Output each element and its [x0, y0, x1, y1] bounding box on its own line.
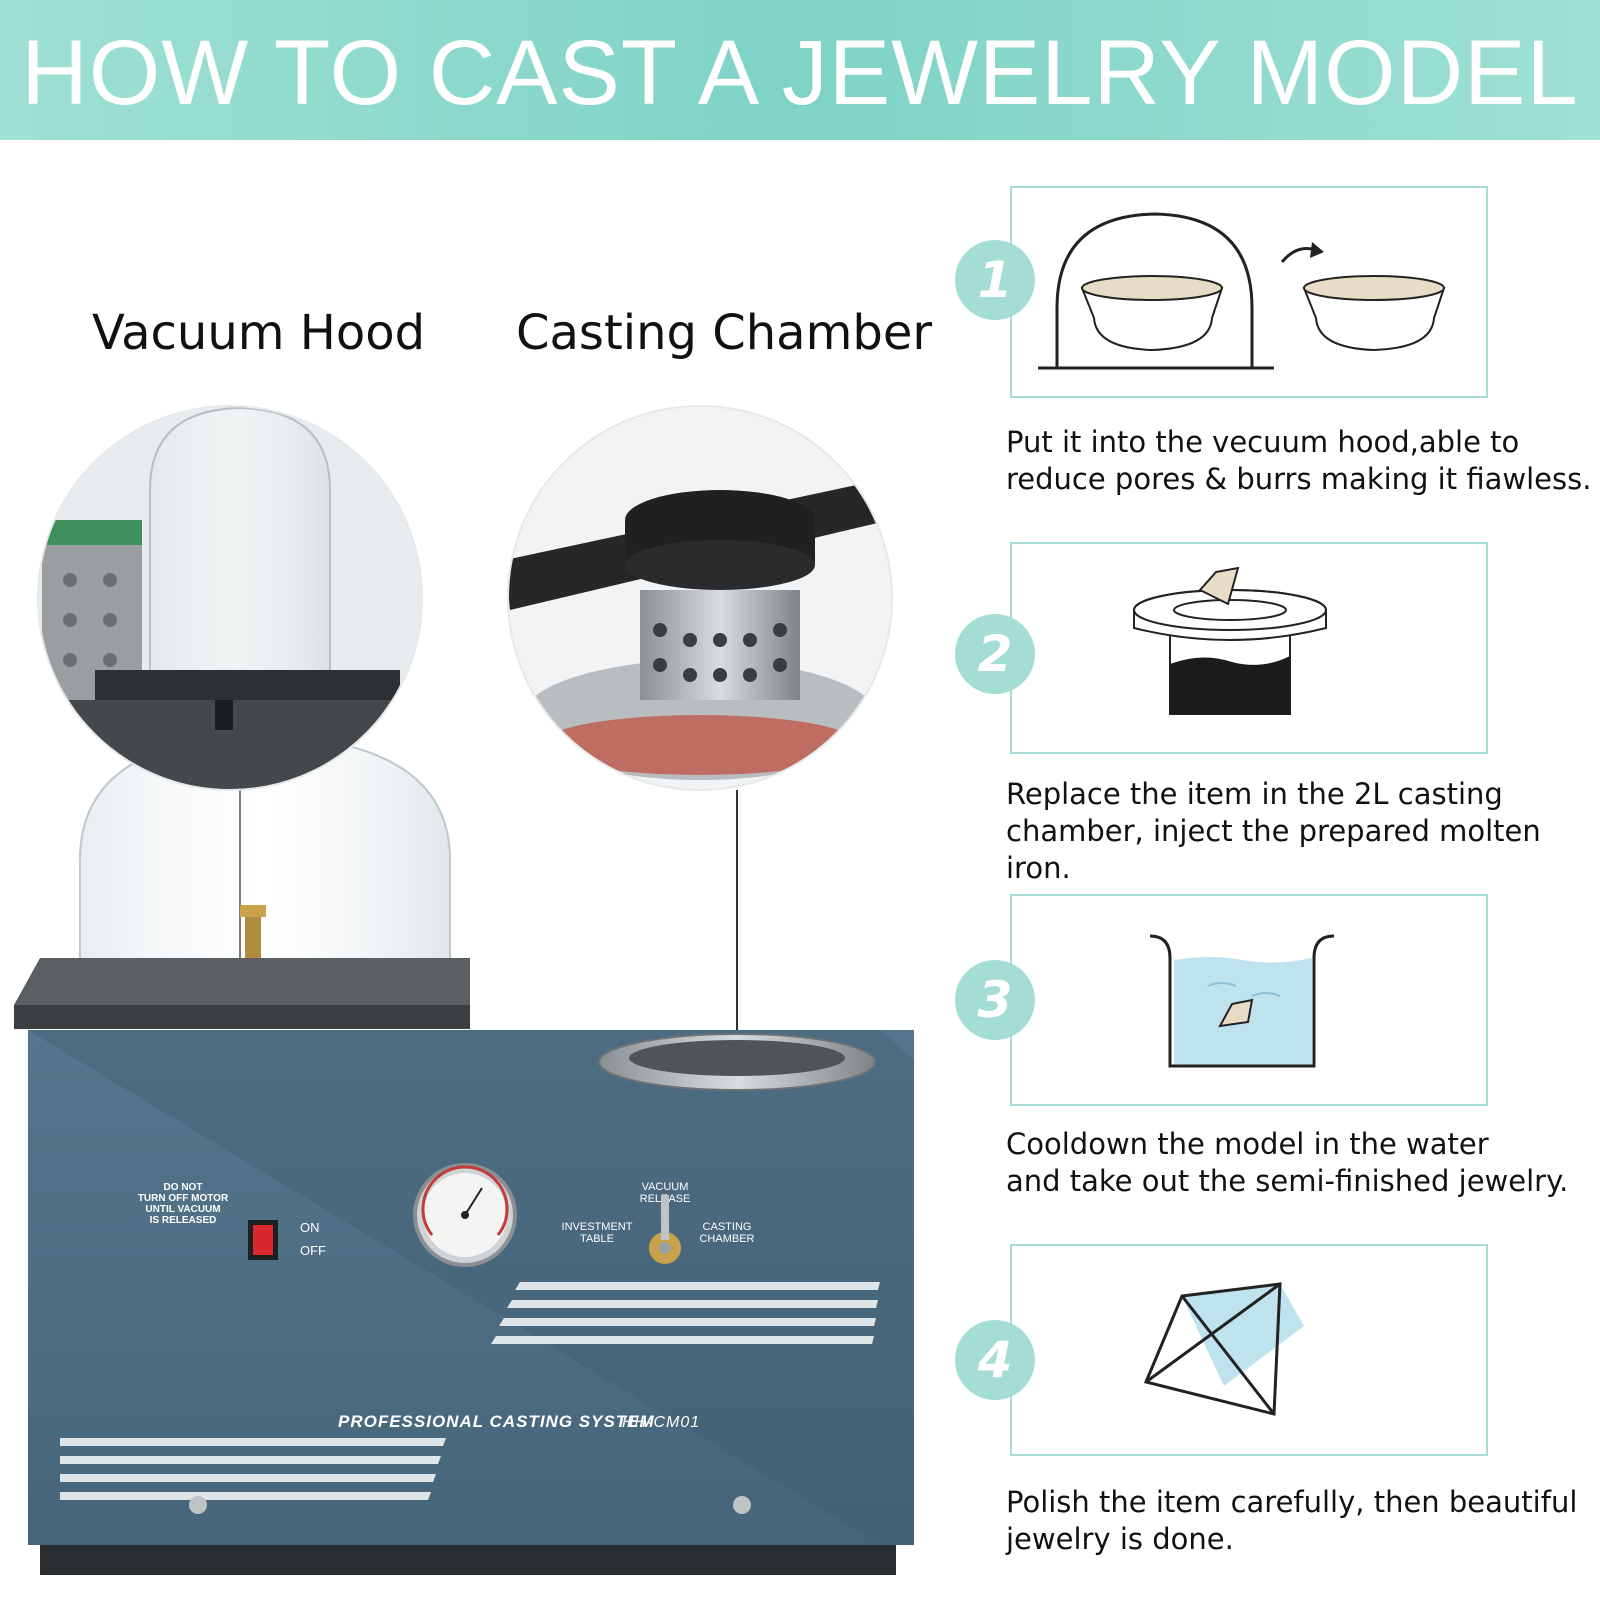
step-2-text: Replace the item in the 2L casting chamb…: [1006, 777, 1541, 885]
screw-icon: [733, 1496, 751, 1514]
vacuum-gauge-icon: [413, 1163, 517, 1267]
step-4-text: Polish the item carefully, then beautifu…: [1006, 1485, 1578, 1556]
step-3-text: Cooldown the model in the water and take…: [1006, 1127, 1569, 1198]
casting-chamber-label: Casting Chamber: [516, 305, 933, 361]
vacuum-hood-label: Vacuum Hood: [92, 305, 426, 361]
water-container-icon: [1149, 934, 1335, 1068]
diamond-icon: [1143, 1282, 1304, 1416]
warning-label: DO NOT TURN OFF MOTOR UNTIL VACUUM IS RE…: [138, 1182, 229, 1226]
valve-left-label-2: TABLE: [580, 1233, 614, 1245]
step-2-badge: 2: [955, 614, 1035, 694]
page-title: HOW TO CAST A JEWELRY MODEL: [21, 22, 1579, 124]
vacuum-hood-zoom: [38, 406, 422, 790]
decor-stripes-left: [60, 1438, 446, 1500]
step-1-text: Put it into the vecuum hood,able to redu…: [1006, 425, 1592, 496]
valve-left-label-1: INVESTMENT: [562, 1221, 633, 1233]
valve-right-label-2: CHAMBER: [699, 1233, 754, 1245]
model-label: HH-CM01: [622, 1414, 700, 1431]
step-4-badge: 4: [955, 1320, 1035, 1400]
casting-machine-illustration: DO NOT TURN OFF MOTOR UNTIL VACUUM IS RE…: [14, 405, 914, 1575]
step-1-illustration-box: [1010, 186, 1488, 398]
step-3-badge: 3: [955, 960, 1035, 1040]
header-banner: HOW TO CAST A JEWELRY MODEL: [0, 0, 1600, 140]
step-4-illustration-box: [1010, 1244, 1488, 1456]
svg-text:IS RELEASED: IS RELEASED: [150, 1215, 217, 1226]
vacuum-bowl-icon: [1038, 212, 1446, 370]
svg-text:DO NOT: DO NOT: [164, 1182, 203, 1193]
switch-off-label: OFF: [300, 1243, 326, 1258]
casting-chamber-zoom: [508, 406, 892, 790]
brand-label: PROFESSIONAL CASTING SYSTEM: [338, 1412, 655, 1431]
vacuum-table-plate: [14, 958, 470, 1018]
vacuum-valve-icon: [649, 1195, 681, 1264]
step-2-illustration-box: [1010, 542, 1488, 754]
step-3-illustration-box: [1010, 894, 1488, 1106]
screw-icon: [189, 1496, 207, 1514]
valve-top-label-1: VACUUM: [642, 1181, 689, 1193]
valve-right-label-1: CASTING: [703, 1221, 752, 1233]
casting-chamber-icon: [1133, 566, 1327, 715]
decor-stripes-right: [491, 1282, 880, 1344]
svg-text:TURN OFF MOTOR: TURN OFF MOTOR: [138, 1193, 229, 1204]
svg-text:UNTIL VACUUM: UNTIL VACUUM: [145, 1204, 220, 1215]
step-1-badge: 1: [955, 240, 1035, 320]
switch-on-label: ON: [300, 1220, 320, 1235]
